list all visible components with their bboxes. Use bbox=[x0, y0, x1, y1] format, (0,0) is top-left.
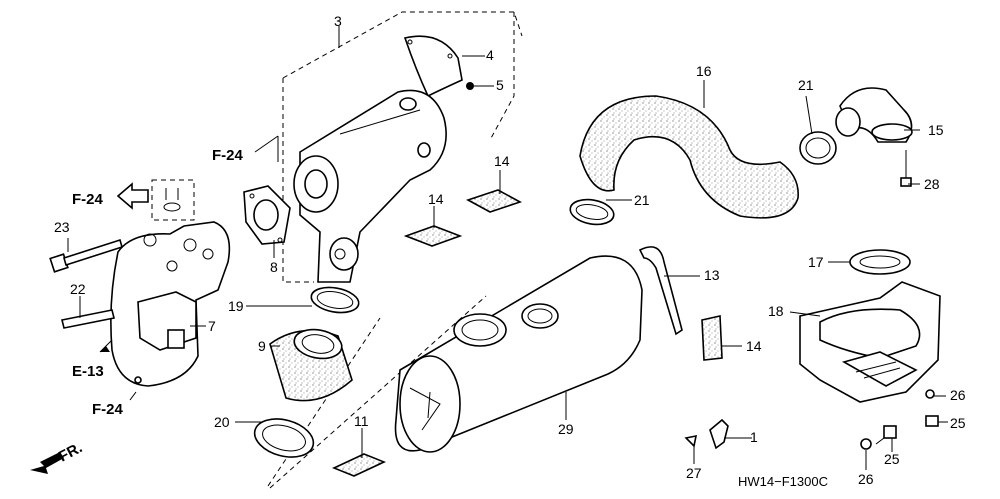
part-1-bracket bbox=[709, 418, 729, 450]
ref-f24-bottom: F-24 bbox=[92, 401, 124, 418]
label-8: 8 bbox=[270, 259, 278, 275]
part-4-cover bbox=[403, 35, 463, 98]
part-26-washer-right bbox=[925, 389, 935, 399]
label-21-top: 21 bbox=[798, 77, 814, 93]
label-20: 20 bbox=[214, 414, 230, 430]
label-26-right: 26 bbox=[950, 387, 966, 403]
label-4: 4 bbox=[486, 47, 494, 63]
label-18: 18 bbox=[768, 303, 784, 319]
part-25-bolt-right bbox=[925, 415, 939, 427]
part-11-pad bbox=[331, 453, 387, 477]
front-arrow-icon bbox=[30, 452, 64, 474]
ref-f24-top: F-24 bbox=[212, 147, 244, 164]
label-14a: 14 bbox=[428, 191, 444, 207]
hose-connection-line bbox=[269, 295, 487, 489]
label-16: 16 bbox=[696, 63, 712, 79]
part-26-washer-bottom bbox=[860, 438, 872, 450]
label-14b: 14 bbox=[494, 153, 510, 169]
part-9-joint bbox=[269, 328, 353, 402]
label-26-bottom: 26 bbox=[858, 471, 874, 487]
leader-lines bbox=[67, 26, 948, 470]
part-23-bolt bbox=[49, 238, 123, 273]
label-25-right: 25 bbox=[950, 415, 966, 431]
label-23: 23 bbox=[54, 219, 70, 235]
e13-arrow-icon bbox=[100, 346, 110, 352]
label-15: 15 bbox=[928, 122, 944, 138]
clip-detail-box bbox=[151, 179, 195, 221]
label-3: 3 bbox=[334, 13, 342, 29]
label-27: 27 bbox=[686, 465, 702, 481]
label-7: 7 bbox=[208, 318, 216, 334]
part-20-clamp bbox=[253, 418, 315, 458]
label-29: 29 bbox=[558, 421, 574, 437]
label-9: 9 bbox=[258, 338, 266, 354]
label-19: 19 bbox=[228, 298, 244, 314]
label-5: 5 bbox=[496, 77, 504, 93]
label-17: 17 bbox=[808, 254, 824, 270]
part-5-nut bbox=[466, 82, 474, 90]
ref-f24-left: F-24 bbox=[72, 191, 104, 208]
label-22: 22 bbox=[70, 281, 86, 297]
part-25-bolt-bottom bbox=[875, 425, 897, 445]
part-15-elbow bbox=[835, 87, 913, 143]
part-19-clamp bbox=[310, 286, 360, 314]
assembly-outline-3 bbox=[282, 11, 523, 283]
small-fastener bbox=[134, 376, 142, 384]
ref-e13: E-13 bbox=[72, 363, 104, 380]
assembly-outline-right bbox=[489, 12, 515, 141]
label-28: 28 bbox=[924, 176, 940, 192]
f24-outline-arrow-icon bbox=[116, 182, 149, 210]
label-14c: 14 bbox=[746, 338, 762, 354]
part-13-strap bbox=[638, 246, 683, 336]
part-28-screw bbox=[900, 150, 912, 187]
part-27-clip bbox=[684, 434, 698, 448]
label-25-bottom: 25 bbox=[884, 451, 900, 467]
part-29-airbox bbox=[394, 255, 643, 453]
part-17-seal bbox=[849, 249, 911, 275]
part-21-clamp-right bbox=[799, 131, 837, 165]
front-label: FR. bbox=[56, 439, 85, 465]
part-14-pad-c bbox=[701, 315, 723, 361]
label-11: 11 bbox=[354, 413, 369, 429]
part-22-stud bbox=[61, 309, 115, 329]
part-14-pad-a bbox=[403, 225, 463, 247]
part-16-hose bbox=[579, 95, 799, 219]
label-13: 13 bbox=[704, 267, 720, 283]
part-18-case bbox=[799, 281, 941, 403]
part-14-pad-b bbox=[466, 189, 522, 213]
part-8-flange bbox=[243, 185, 291, 245]
part-21-clamp-middle bbox=[569, 198, 615, 226]
label-1: 1 bbox=[750, 429, 758, 445]
diagram-code: HW14−F1300C bbox=[738, 474, 828, 489]
hose-connection-line-2 bbox=[267, 317, 381, 487]
part-7-manifold bbox=[110, 221, 231, 387]
part-3-muffler bbox=[293, 89, 447, 283]
label-21-middle: 21 bbox=[634, 192, 650, 208]
